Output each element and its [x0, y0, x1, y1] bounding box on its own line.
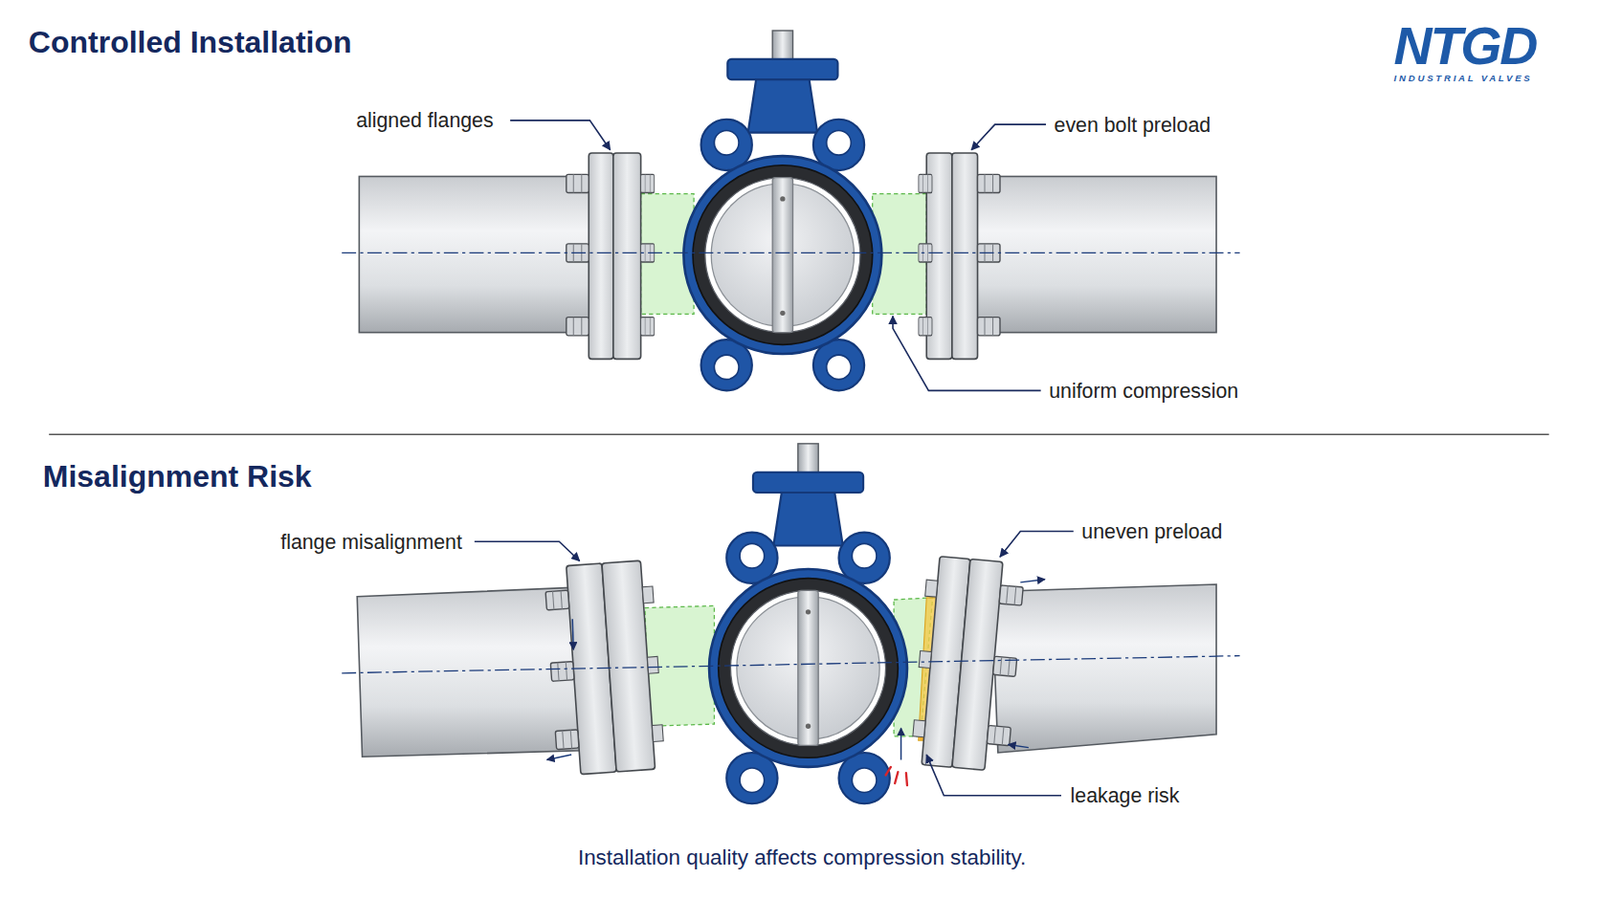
leader-line — [510, 120, 611, 151]
bolt — [986, 725, 1011, 746]
bolt — [545, 590, 570, 611]
force-arrow — [547, 755, 573, 760]
bolt — [918, 317, 933, 336]
bolt — [977, 317, 1000, 336]
flange — [952, 153, 978, 359]
bolt — [912, 720, 926, 738]
brand-logo: NTGD — [1394, 14, 1537, 79]
leader-line — [1000, 532, 1074, 558]
bolt — [566, 317, 589, 336]
bolt — [550, 662, 575, 683]
caption: Installation quality affects compression… — [577, 844, 1026, 871]
leader-line — [926, 755, 1062, 797]
bolt — [646, 656, 659, 674]
bolt — [566, 174, 589, 193]
bolt — [651, 725, 664, 743]
bolt — [555, 730, 579, 751]
bolt — [925, 579, 938, 598]
force-arrow — [572, 619, 574, 650]
bolt — [641, 317, 655, 336]
pipe — [975, 176, 1217, 333]
leader-line — [971, 124, 1046, 151]
bolt — [999, 585, 1023, 606]
leak-mark — [886, 767, 891, 777]
bolt — [641, 174, 655, 193]
leader-line — [892, 316, 1042, 392]
butterfly-valve — [683, 30, 882, 391]
flange — [613, 153, 642, 359]
bolt — [993, 656, 1018, 677]
leak-mark — [894, 772, 898, 784]
flange — [588, 153, 614, 359]
leader-line — [510, 120, 1046, 392]
leak-mark — [906, 773, 908, 786]
callout-label: even bolt preload — [1054, 111, 1212, 137]
brand-tagline: INDUSTRIAL VALVES — [1394, 73, 1534, 86]
leader-line — [474, 532, 1074, 797]
section-heading: Misalignment Risk — [43, 458, 312, 495]
pipe — [991, 584, 1217, 754]
force-arrow — [547, 579, 1045, 761]
center-line — [341, 252, 1240, 254]
bolt — [642, 586, 654, 604]
leak-mark — [886, 767, 908, 786]
bolt — [918, 174, 933, 193]
bolt — [918, 651, 932, 669]
callout-label: leakage risk — [1070, 783, 1180, 809]
callout-label: aligned flanges — [355, 108, 493, 134]
bolt — [977, 174, 1000, 193]
section-heading: Controlled Installation — [28, 24, 353, 62]
force-arrow — [1020, 579, 1045, 583]
separator-line — [48, 434, 1549, 436]
callout-label: uniform compression — [1048, 378, 1239, 404]
flange — [601, 560, 656, 773]
callout-label: flange misalignment — [280, 529, 463, 555]
center-line — [341, 656, 1240, 674]
callout-label: uneven preload — [1081, 519, 1223, 545]
flange — [910, 555, 1025, 774]
force-arrow — [1008, 744, 1029, 748]
leader-line — [474, 541, 580, 561]
force-arrow — [900, 728, 902, 760]
pipe — [358, 176, 594, 333]
pipe — [356, 587, 582, 757]
butterfly-valve — [709, 444, 908, 804]
